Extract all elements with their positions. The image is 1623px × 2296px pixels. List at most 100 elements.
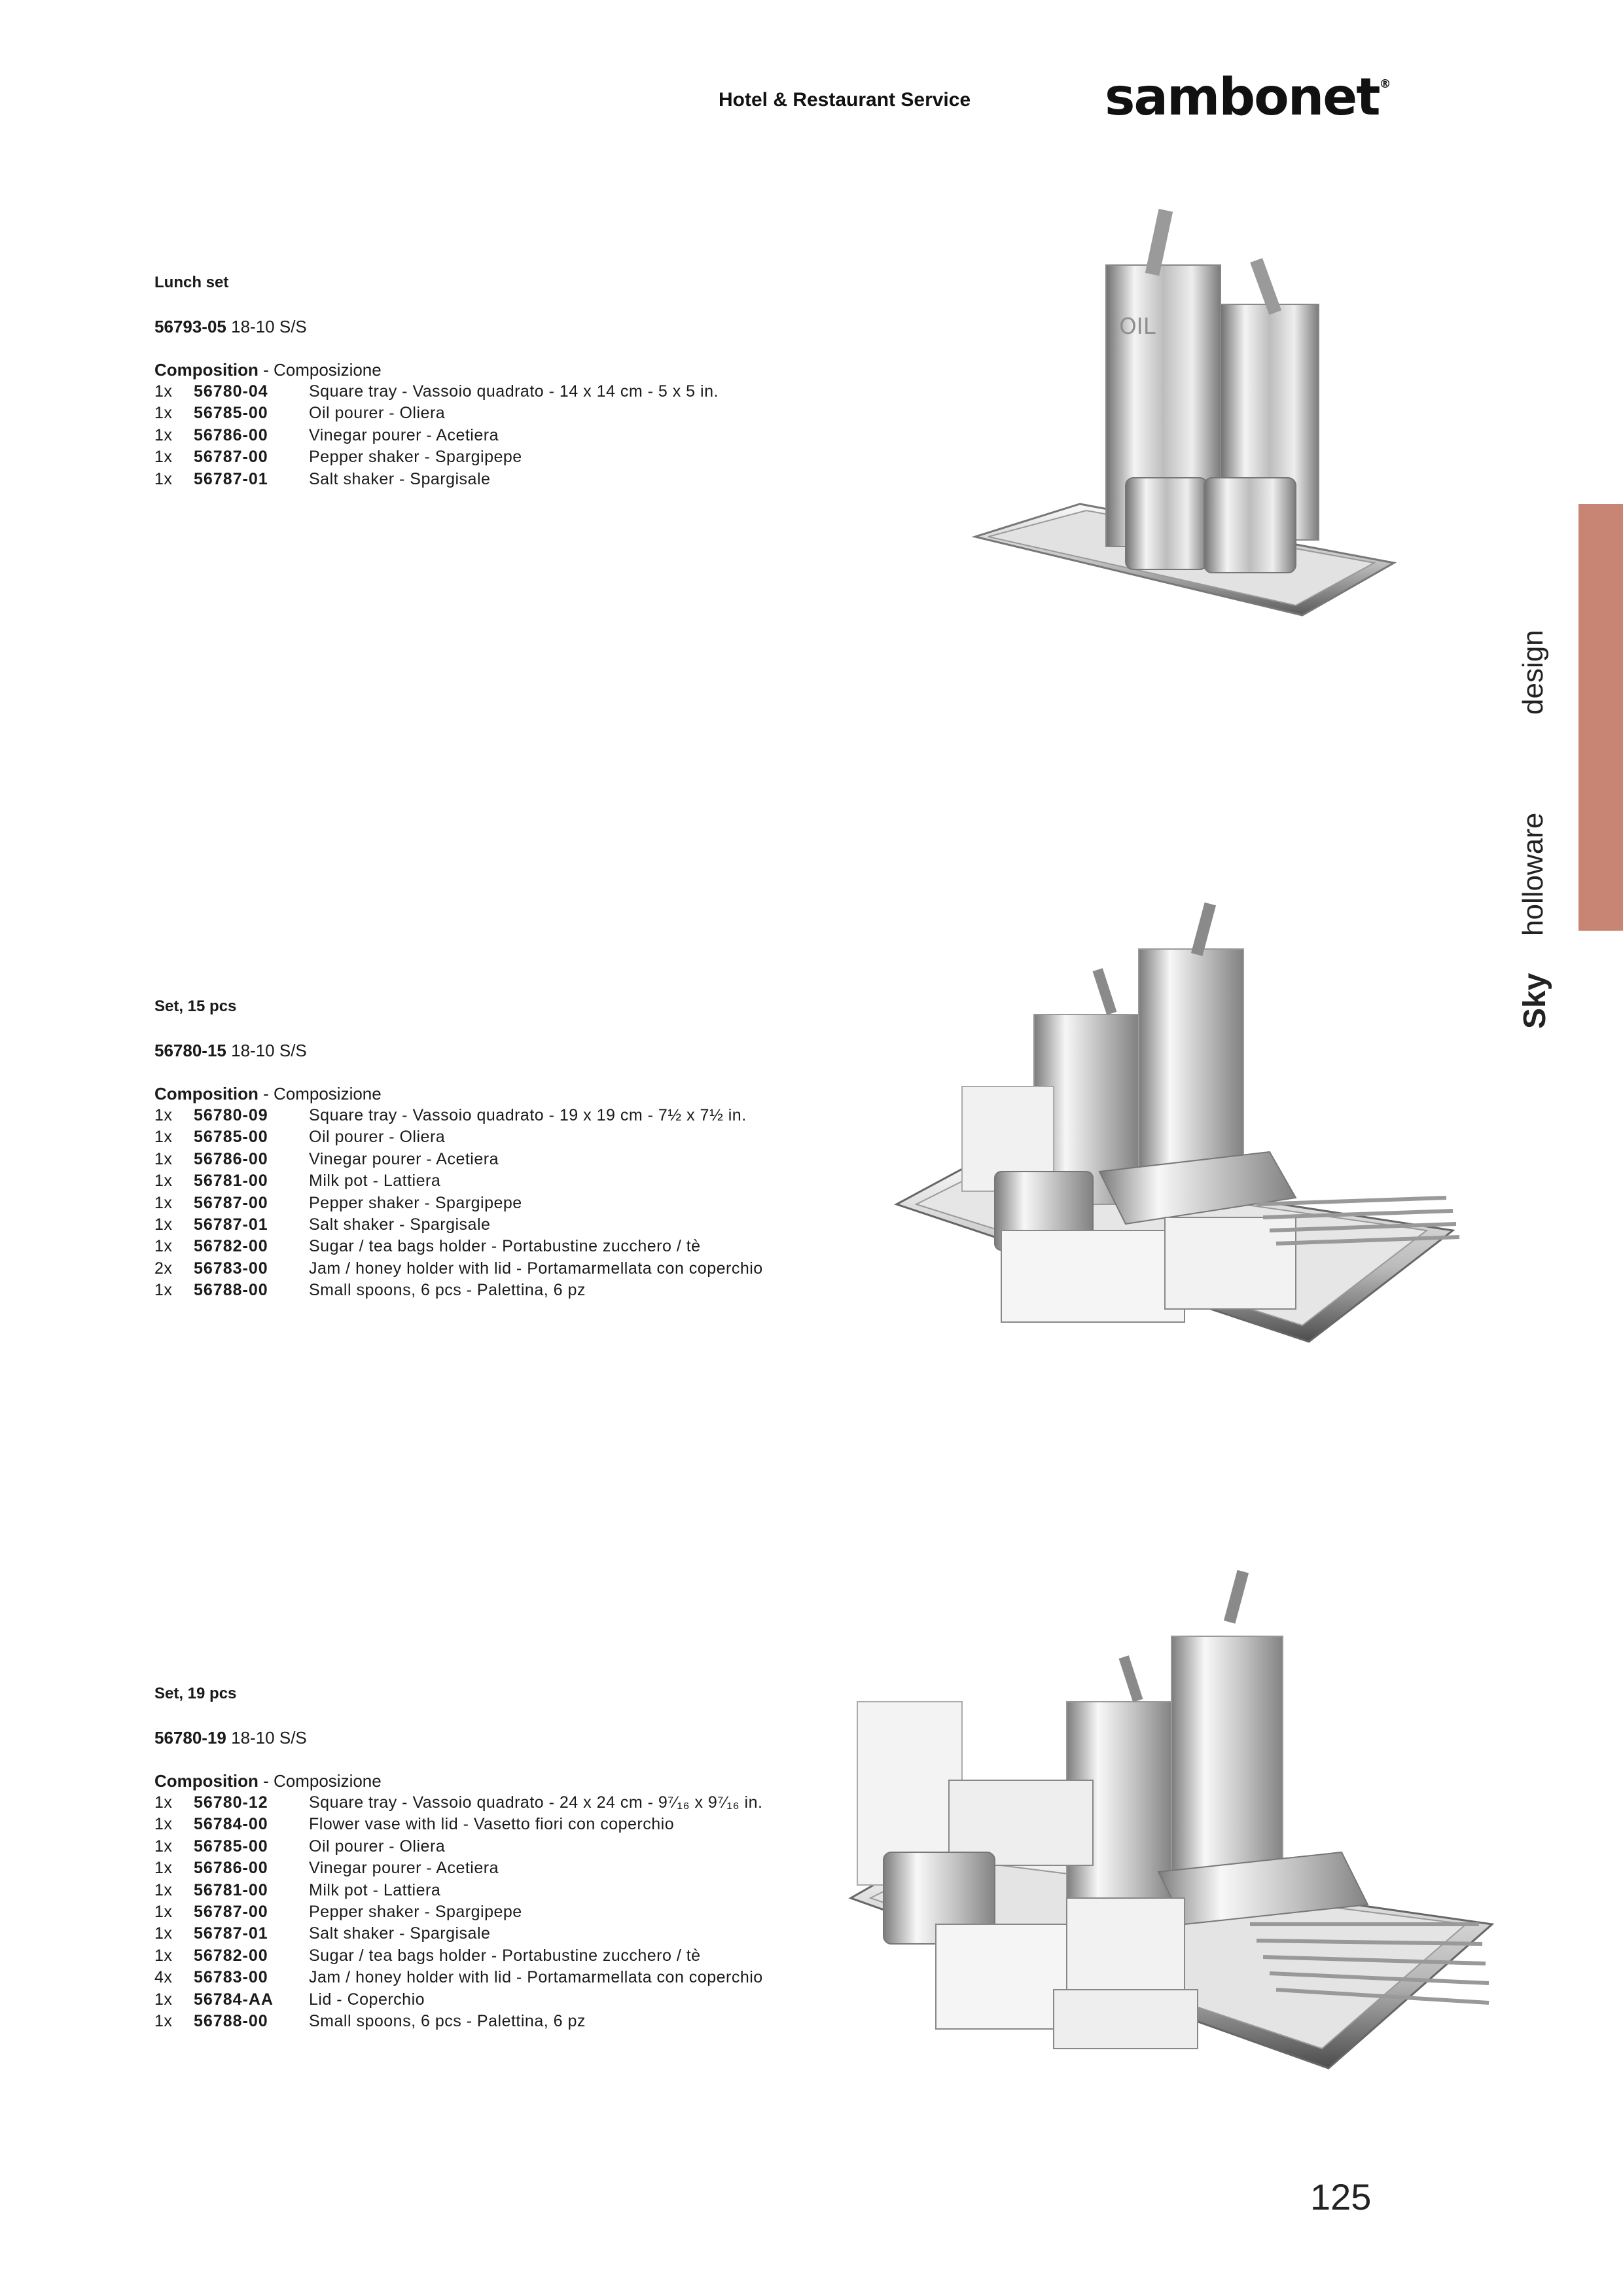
- composition-item: 1x 56787-01 Salt shaker - Spargisale: [154, 470, 907, 492]
- item-code: 56784-00: [194, 1815, 268, 1834]
- composition-heading: Composition - Composizione: [154, 1771, 382, 1791]
- item-code: 56781-00: [194, 1172, 268, 1191]
- section-code: 56780-15: [154, 1041, 226, 1060]
- item-qty: 1x: [154, 1946, 173, 1965]
- section-material: 18-10 S/S: [231, 317, 307, 336]
- composition-item: 1x 56787-00 Pepper shaker - Spargipepe: [154, 1903, 907, 1924]
- product-section-set-15: Set, 15 pcs 56780-15 18-10 S/S Composition…: [154, 997, 907, 1303]
- item-code: 56787-00: [194, 1193, 268, 1212]
- item-qty: 1x: [154, 1859, 173, 1878]
- item-qty: 1x: [154, 382, 173, 401]
- item-desc: Lid - Coperchio: [309, 1990, 425, 2009]
- item-qty: 1x: [154, 425, 173, 444]
- item-desc: Pepper shaker - Spargipepe: [309, 448, 522, 467]
- item-qty: 1x: [154, 1281, 173, 1300]
- side-label-sky: Sky: [1518, 973, 1552, 1029]
- item-code: 56780-04: [194, 382, 268, 401]
- item-code: 56781-00: [194, 1880, 268, 1899]
- item-code: 56784-AA: [194, 1990, 274, 2009]
- composition-item: 2x 56783-00 Jam / honey holder with lid …: [154, 1259, 907, 1281]
- item-code: 56782-00: [194, 1946, 268, 1965]
- section-material: 18-10 S/S: [231, 1728, 307, 1748]
- item-code: 56788-00: [194, 1281, 268, 1300]
- item-desc: Salt shaker - Spargisale: [309, 469, 491, 488]
- composition-item: 1x 56788-00 Small spoons, 6 pcs - Palett…: [154, 1281, 907, 1302]
- section-code: 56793-05: [154, 317, 226, 336]
- composition-item: 1x 56787-00 Pepper shaker - Spargipepe: [154, 1194, 907, 1215]
- composition-item: 4x 56783-00 Jam / honey holder with lid …: [154, 1968, 907, 1990]
- composition-item: 1x 56784-AA Lid - Coperchio: [154, 1990, 907, 2012]
- item-code: 56785-00: [194, 404, 268, 423]
- item-desc: Salt shaker - Spargisale: [309, 1924, 491, 1943]
- item-desc: Small spoons, 6 pcs - Palettina, 6 pz: [309, 1281, 586, 1300]
- item-qty: 1x: [154, 1815, 173, 1834]
- composition-item: 1x 56781-00 Milk pot - Lattiera: [154, 1172, 907, 1193]
- item-code: 56787-00: [194, 1902, 268, 1921]
- item-desc: Square tray - Vassoio quadrato - 24 x 24…: [309, 1793, 763, 1812]
- item-desc: Sugar / tea bags holder - Portabustine z…: [309, 1946, 701, 1965]
- brand-mark: ®: [1379, 77, 1391, 91]
- item-qty: 1x: [154, 1902, 173, 1921]
- header-service-label: Hotel & Restaurant Service: [719, 89, 971, 111]
- brand-name: sambonet: [1105, 68, 1380, 127]
- item-qty: 1x: [154, 1924, 173, 1943]
- item-code: 56786-00: [194, 1859, 268, 1878]
- item-qty: 1x: [154, 448, 173, 467]
- item-desc: Jam / honey holder with lid - Portamarme…: [309, 1259, 763, 1278]
- item-code: 56786-00: [194, 425, 268, 444]
- item-code: 56783-00: [194, 1259, 268, 1278]
- item-desc: Flower vase with lid - Vasetto fiori con…: [309, 1815, 675, 1834]
- composition-item: 1x 56784-00 Flower vase with lid - Vaset…: [154, 1815, 907, 1837]
- composition-item: 1x 56780-12 Square tray - Vassoio quadra…: [154, 1793, 907, 1815]
- item-qty: 1x: [154, 1193, 173, 1212]
- item-desc: Vinegar pourer - Acetiera: [309, 1149, 499, 1168]
- section-material: 18-10 S/S: [231, 1041, 307, 1060]
- item-desc: Sugar / tea bags holder - Portabustine z…: [309, 1237, 701, 1256]
- composition-item: 1x 56780-09 Square tray - Vassoio quadra…: [154, 1106, 907, 1128]
- composition-label: Composition: [154, 1084, 259, 1103]
- composition-item: 1x 56787-00 Pepper shaker - Spargipepe: [154, 448, 907, 469]
- item-qty: 4x: [154, 1968, 173, 1987]
- set-15-image: [894, 902, 1460, 1343]
- item-desc: Small spoons, 6 pcs - Palettina, 6 pz: [309, 2011, 586, 2030]
- item-desc: Oil pourer - Oliera: [309, 1837, 446, 1856]
- composition-item: 1x 56781-00 Milk pot - Lattiera: [154, 1881, 907, 1903]
- section-code-line: 56780-15 18-10 S/S: [154, 1041, 907, 1063]
- item-code: 56788-00: [194, 2011, 268, 2030]
- composition-item: 1x 56788-00 Small spoons, 6 pcs - Palett…: [154, 2012, 907, 2034]
- section-title: Set, 15 pcs: [154, 997, 237, 1015]
- item-desc: Milk pot - Lattiera: [309, 1172, 441, 1191]
- section-code-line: 56793-05 18-10 S/S: [154, 317, 907, 339]
- item-qty: 2x: [154, 1259, 173, 1278]
- item-qty: 1x: [154, 1837, 173, 1856]
- item-qty: 1x: [154, 404, 173, 423]
- item-code: 56783-00: [194, 1968, 268, 1987]
- section-title: Lunch set: [154, 274, 229, 291]
- item-code: 56787-01: [194, 1924, 268, 1943]
- section-code-line: 56780-19 18-10 S/S: [154, 1728, 907, 1750]
- composition-item: 1x 56782-00 Sugar / tea bags holder - Po…: [154, 1237, 907, 1259]
- item-qty: 1x: [154, 2011, 173, 2030]
- item-qty: 1x: [154, 1149, 173, 1168]
- composition-item: 1x 56787-01 Salt shaker - Spargisale: [154, 1924, 907, 1946]
- item-qty: 1x: [154, 1793, 173, 1812]
- composition-item: 1x 56786-00 Vinegar pourer - Acetiera: [154, 1150, 907, 1172]
- item-desc: Oil pourer - Oliera: [309, 404, 446, 423]
- item-code: 56780-12: [194, 1793, 268, 1812]
- oil-engraving: OIL: [1119, 314, 1156, 340]
- item-code: 56785-00: [194, 1837, 268, 1856]
- item-desc: Pepper shaker - Spargipepe: [309, 1193, 522, 1212]
- page-number: 125: [1310, 2176, 1372, 2217]
- composition-label: Composition: [154, 360, 259, 380]
- item-code: 56787-01: [194, 469, 268, 488]
- brand-logo: sambonet®: [1105, 68, 1391, 127]
- composition-item: 1x 56780-04 Square tray - Vassoio quadra…: [154, 382, 907, 404]
- item-code: 56787-01: [194, 1215, 268, 1234]
- composition-label-it: Composizione: [273, 360, 382, 380]
- item-qty: 1x: [154, 1880, 173, 1899]
- composition-item: 1x 56785-00 Oil pourer - Oliera: [154, 1128, 907, 1149]
- side-label-design: design: [1517, 630, 1549, 715]
- composition-label-it: Composizione: [273, 1771, 382, 1791]
